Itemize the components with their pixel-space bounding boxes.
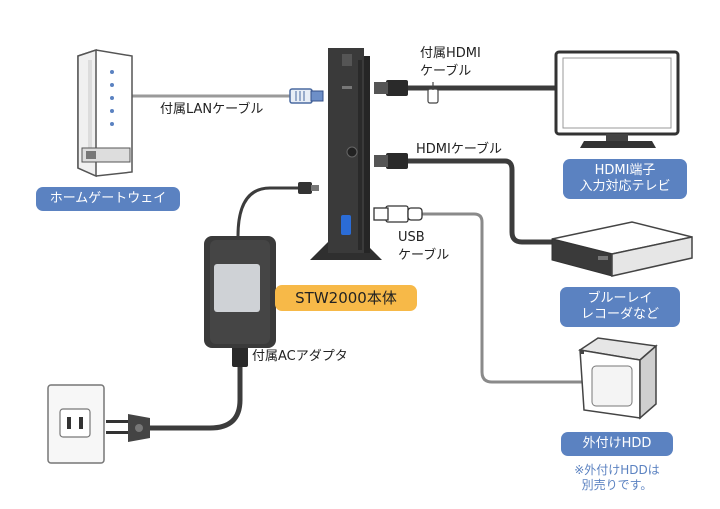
- ac-adapter-device: [204, 236, 276, 348]
- lan-cable-label: 付属LANケーブル: [160, 102, 264, 117]
- usb-cable-label-2: ケーブル: [398, 248, 450, 263]
- ext-hdd-note-line1: ※外付けHDDは: [574, 463, 660, 477]
- ac-adapter-label: 付属ACアダプタ: [252, 349, 348, 364]
- dc-cable: [236, 182, 319, 237]
- recorder-badge: ブルーレイ レコーダなど: [560, 287, 680, 327]
- usb-cable-label-1: USB: [398, 230, 425, 245]
- ext-hdd-note: ※外付けHDDは 別売りです。: [555, 463, 679, 493]
- ac-cable: [150, 345, 248, 431]
- ext-hdd-note-line2: 別売りです。: [581, 478, 653, 492]
- tv-badge: HDMI端子 入力対応テレビ: [563, 159, 687, 199]
- external-hdd-device: [578, 337, 658, 420]
- hdmi-cable-label: HDMIケーブル: [416, 142, 503, 157]
- tv-badge-line1: HDMI端子: [594, 163, 656, 178]
- home-gateway-badge: ホームゲートウェイ: [36, 187, 180, 211]
- home-gateway-device: [77, 48, 133, 178]
- hdmi-cable-recorder: [374, 153, 560, 245]
- usb-cable: [373, 205, 582, 384]
- lan-cable: [132, 88, 324, 104]
- hdmi-cable-tv: [374, 80, 560, 104]
- power-plug: [106, 414, 150, 442]
- bluray-recorder-device: [551, 221, 693, 277]
- recorder-badge-line2: レコーダなど: [580, 307, 659, 322]
- recorder-badge-line1: ブルーレイ: [587, 291, 653, 306]
- wall-outlet: [47, 384, 105, 464]
- stw2000-device: [310, 48, 382, 260]
- hdmi-included-label-2: ケーブル: [420, 64, 472, 79]
- hdmi-included-label-1: 付属HDMI: [420, 46, 481, 61]
- tv-device: [554, 50, 680, 148]
- ext-hdd-badge: 外付けHDD: [561, 432, 673, 456]
- tv-badge-line2: 入力対応テレビ: [579, 179, 671, 194]
- stw-body-badge: STW2000本体: [275, 285, 417, 311]
